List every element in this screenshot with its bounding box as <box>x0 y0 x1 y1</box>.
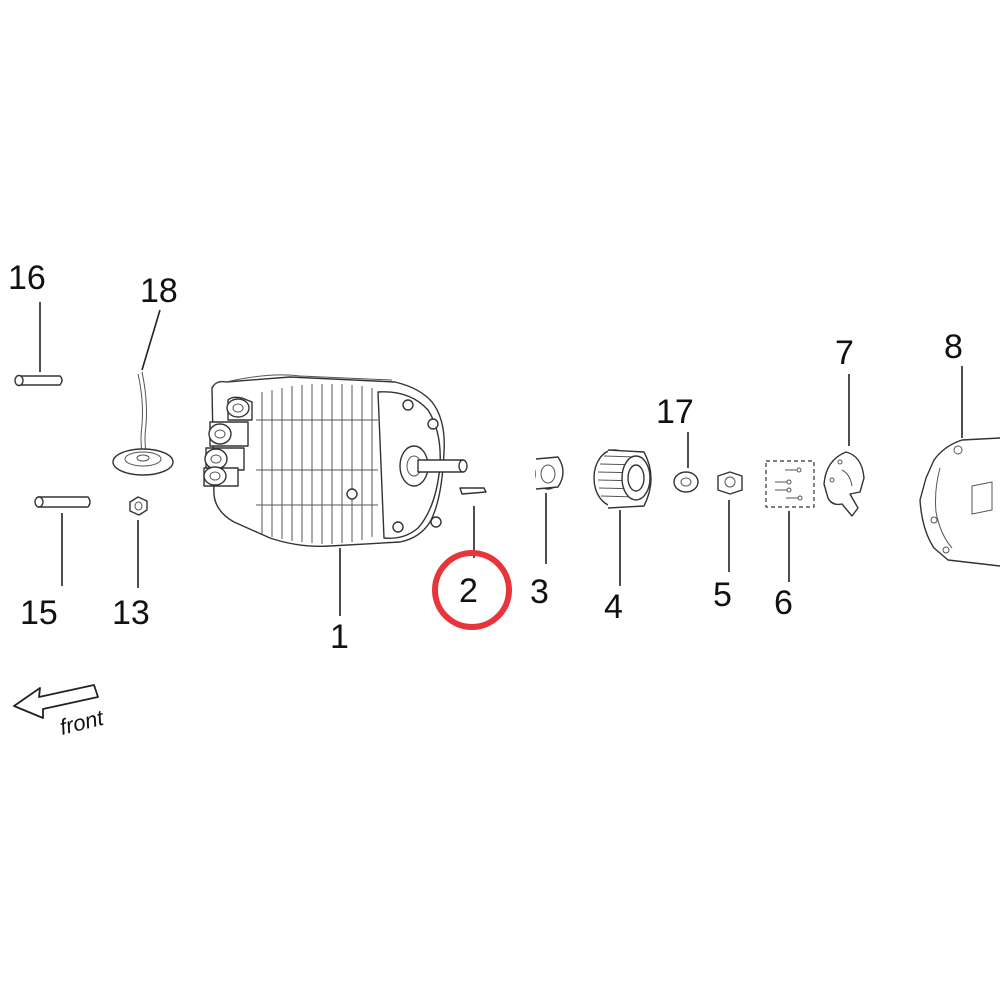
label-part-3: 3 <box>530 573 549 611</box>
front-arrow-icon <box>13 684 99 719</box>
label-part-7: 7 <box>835 334 854 372</box>
label-part-13: 13 <box>112 594 150 632</box>
part-8-end-cover[interactable] <box>919 366 1000 567</box>
label-part-15: 15 <box>20 594 58 632</box>
part-7-bracket[interactable] <box>823 374 865 517</box>
part-17-washer[interactable] <box>673 432 699 493</box>
part-18-cable-grommet[interactable] <box>112 309 174 476</box>
label-part-17: 17 <box>656 393 694 431</box>
part-3-bearing[interactable] <box>535 456 564 564</box>
label-part-16: 16 <box>8 259 46 297</box>
part-15-pin[interactable] <box>34 496 91 586</box>
part-16-pin[interactable] <box>14 302 63 387</box>
label-part-1: 1 <box>330 618 349 656</box>
label-part-8: 8 <box>944 328 963 366</box>
part-6-screw-set[interactable] <box>765 460 815 582</box>
label-part-4: 4 <box>604 588 623 626</box>
highlight-circle <box>432 550 512 630</box>
label-part-6: 6 <box>774 584 793 622</box>
label-part-18: 18 <box>140 272 178 310</box>
label-part-5: 5 <box>713 576 732 614</box>
part-1-motor[interactable] <box>203 374 468 616</box>
part-5-nut[interactable] <box>717 471 743 572</box>
part-2-key[interactable] <box>459 487 487 558</box>
part-13-nut[interactable] <box>129 496 148 588</box>
part-4-pulley[interactable] <box>593 449 652 586</box>
label-part-2: 2 <box>459 572 478 610</box>
front-label: front <box>57 705 107 740</box>
